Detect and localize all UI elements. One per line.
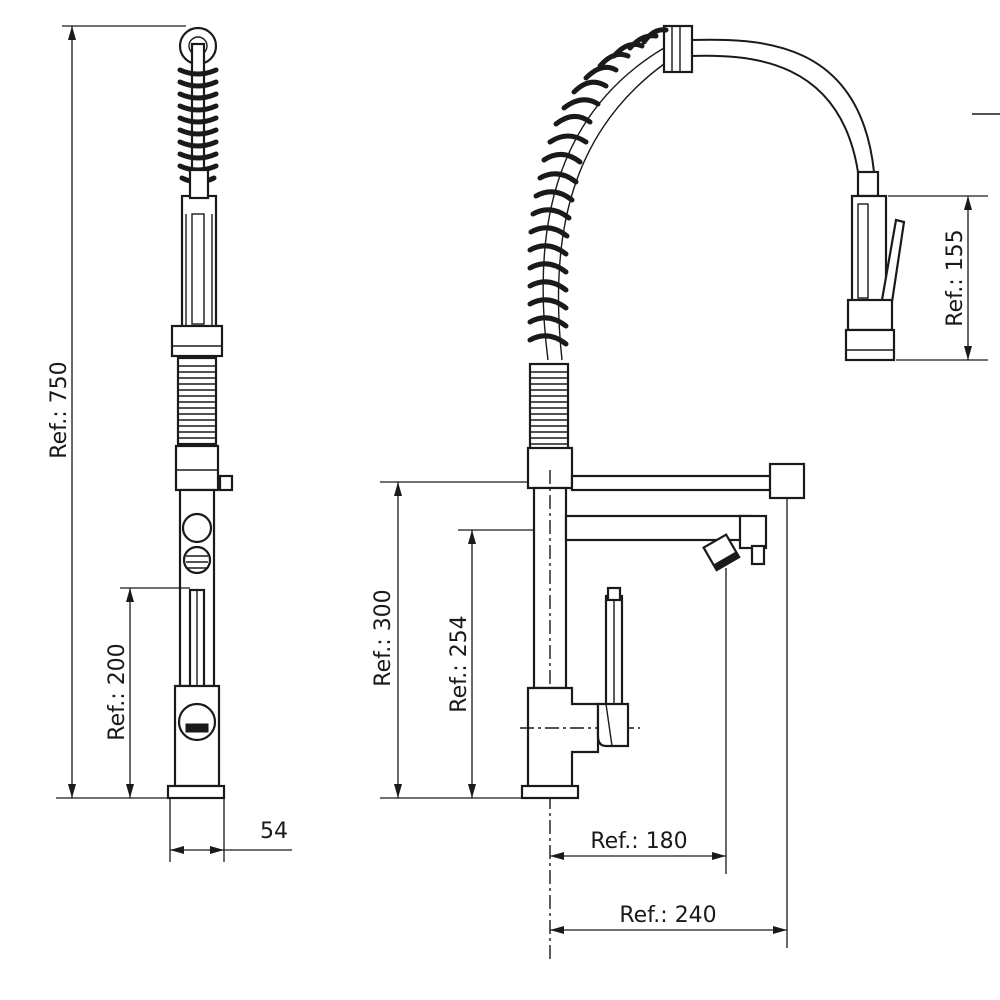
label-height-total: Ref.: 750 xyxy=(47,361,72,458)
side-aerator xyxy=(702,533,741,572)
front-valve-body xyxy=(173,684,221,788)
label-height-upper-spout: Ref.: 300 xyxy=(371,589,396,686)
label-height-lever: Ref.: 200 xyxy=(105,643,130,740)
side-upper-arm xyxy=(570,474,778,492)
front-side-knob xyxy=(218,474,234,492)
side-view xyxy=(520,24,906,960)
side-spring-coil xyxy=(527,27,669,361)
front-spout-outlet xyxy=(181,512,213,544)
side-cartridge xyxy=(596,702,630,748)
front-threads xyxy=(176,356,218,446)
label-reach-upper: Ref.: 240 xyxy=(619,903,716,928)
side-lower-spout xyxy=(564,514,754,542)
side-threads xyxy=(528,362,570,452)
front-dimensions xyxy=(56,25,292,862)
label-base-width: 54 xyxy=(260,819,288,844)
side-valve-body xyxy=(526,686,600,790)
front-view xyxy=(166,26,234,800)
dimension-labels: Ref.: 750 Ref.: 200 54 Ref.: 300 Ref.: 2… xyxy=(47,229,968,928)
side-hose xyxy=(689,38,875,173)
front-sprayhead xyxy=(180,194,218,330)
side-holder-ring xyxy=(768,462,806,500)
side-coil-connector xyxy=(662,24,694,74)
label-height-lower-spout: Ref.: 254 xyxy=(447,615,472,712)
front-base xyxy=(166,784,226,800)
side-sprayhead xyxy=(844,170,906,362)
label-reach-lower: Ref.: 180 xyxy=(590,829,687,854)
side-dimensions xyxy=(380,113,1000,948)
front-valve-cap xyxy=(177,702,217,742)
front-swivel-nut xyxy=(174,444,220,492)
label-sprayhead-length: Ref.: 155 xyxy=(943,229,968,326)
front-aerator xyxy=(182,545,212,575)
front-collar xyxy=(170,324,224,358)
side-base xyxy=(520,784,580,800)
